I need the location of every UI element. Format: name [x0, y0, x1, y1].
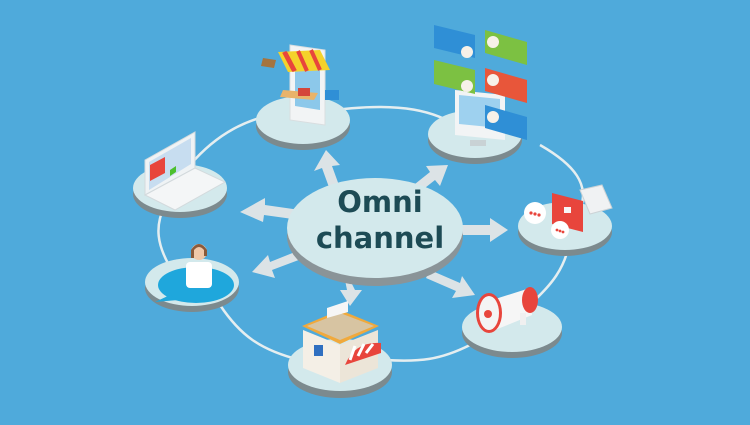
node-advertising [462, 287, 562, 358]
node-messaging [518, 184, 613, 256]
title-line-2: channel [315, 221, 445, 255]
center-title: Omni channel [290, 184, 470, 256]
arrow-up-left [314, 150, 340, 190]
call-center-agent-icon [155, 244, 234, 303]
arrow-down [340, 280, 362, 306]
title-line-1: Omni [337, 185, 423, 219]
arrows [240, 150, 508, 306]
node-support [145, 244, 239, 312]
arrow-down-right [426, 270, 475, 298]
arrow-left [240, 198, 300, 222]
shop-building-icon [302, 301, 381, 383]
smartphone-storefront-icon [261, 44, 339, 126]
node-physical-store [288, 301, 392, 398]
node-reviews [428, 25, 527, 164]
laptop-icon [143, 131, 227, 211]
customer-review-bubbles-icon [434, 25, 527, 146]
node-mobile-shop [256, 44, 350, 150]
chat-video-email-icon [524, 184, 613, 239]
arrow-down-left [252, 250, 304, 278]
megaphone-icon [476, 287, 538, 333]
center-platform [287, 178, 463, 286]
arrow-right [455, 218, 508, 242]
node-laptop [133, 131, 227, 218]
